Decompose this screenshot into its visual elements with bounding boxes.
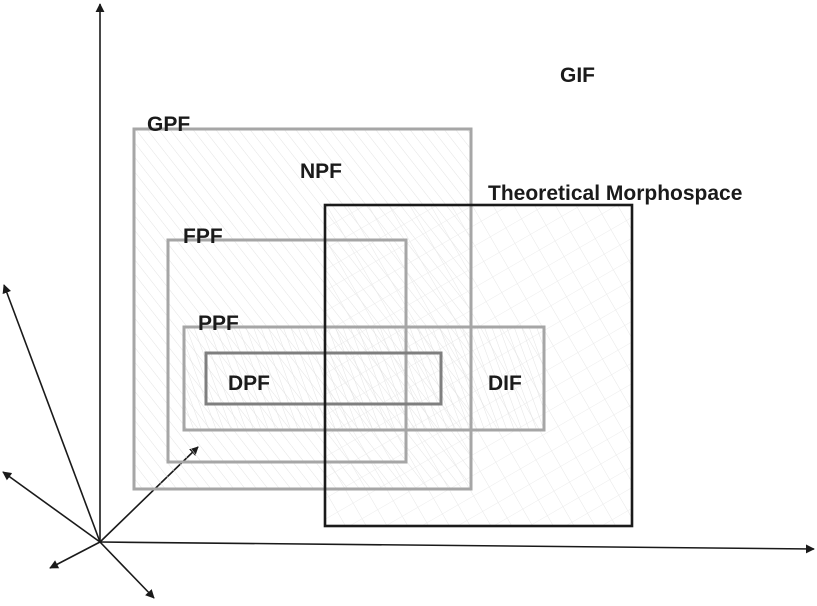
- set-outlines: [132, 127, 634, 528]
- axis-lower-left: [49, 541, 101, 569]
- label-gpf: GPF: [147, 113, 190, 136]
- label-npf: NPF: [300, 160, 342, 183]
- label-ppf: PPF: [198, 312, 239, 335]
- horizontal-axis: [99, 541, 815, 554]
- label-fpf: FPF: [183, 225, 223, 248]
- ppf-box: [182, 325, 546, 432]
- dpf-box: [204, 351, 443, 406]
- label-dpf: DPF: [228, 372, 270, 395]
- label-dif: DIF: [488, 372, 522, 395]
- fpf-box: [166, 238, 408, 464]
- axis-left: [2, 471, 101, 543]
- ppf-fill: [184, 327, 544, 430]
- axis-upper-left: [2, 284, 101, 543]
- labels: GIF GPF NPF Theoretical Morphospace FPF …: [147, 64, 742, 395]
- axis-lower-right: [99, 541, 155, 599]
- label-gif: GIF: [560, 64, 595, 87]
- gpf-box: [132, 127, 473, 491]
- morphospace-box: [323, 203, 634, 528]
- axes: [2, 3, 815, 599]
- label-theoretical-morphospace: Theoretical Morphospace: [488, 182, 742, 205]
